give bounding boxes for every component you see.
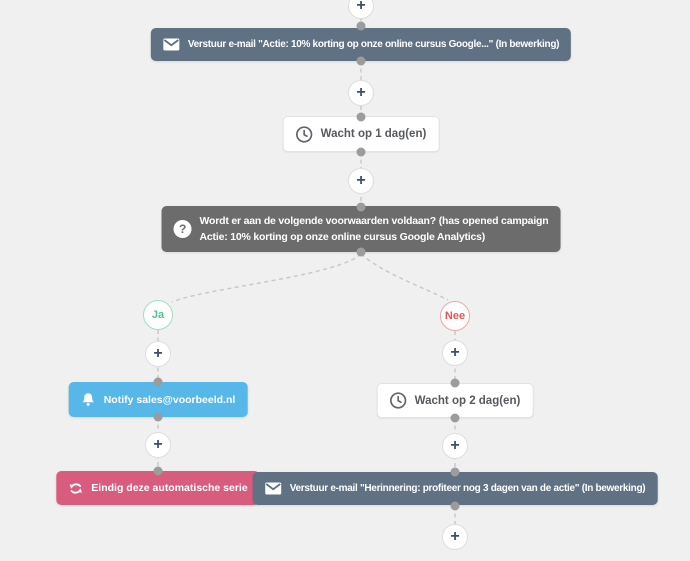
question-icon: ? [173,220,192,238]
connector-dot [356,21,366,31]
node-label: Wordt er aan de volgende voorwaarden vol… [199,215,549,243]
connector-dot [450,501,460,511]
branch-no-label: Nee [444,310,466,322]
connector-dot [450,413,460,423]
node-label: Verstuur e-mail "Herinnering: profiteer … [289,483,646,494]
connector-dot [356,247,366,257]
send-email-node-actie[interactable]: Verstuur e-mail "Actie: 10% korting op o… [150,28,572,61]
connector-dot [450,467,460,477]
connector-dot [356,112,366,122]
add-step-button[interactable]: + [145,432,171,458]
connector-dot [153,466,163,476]
add-step-button[interactable]: + [442,340,468,366]
node-label: Wacht op 1 dag(en) [320,128,427,140]
wait-node-2[interactable]: Wacht op 2 dag(en) [376,383,534,418]
node-label: Verstuur e-mail "Actie: 10% korting op o… [187,39,560,50]
add-step-button[interactable]: + [442,524,468,550]
branch-no-circle[interactable]: Nee [440,301,470,331]
add-step-button[interactable]: + [145,341,171,367]
clock-icon [296,125,313,143]
send-email-node-herinnering[interactable]: Verstuur e-mail "Herinnering: profiteer … [252,472,658,505]
connector-dot [356,56,366,66]
connector-dot [153,412,163,422]
sync-arrows-icon [68,481,83,496]
node-label: Wacht op 2 dag(en) [414,394,521,407]
envelope-icon [163,38,180,51]
node-label: Notify sales@voorbeeld.nl [103,393,236,406]
bell-icon [81,392,96,407]
condition-node[interactable]: ? Wordt er aan de volgende voorwaarden v… [161,206,561,252]
branch-yes-label: Ja [151,309,165,321]
end-automation-node[interactable]: Eindig deze automatische serie [56,471,260,505]
node-label: Eindig deze automatische serie [91,482,248,494]
branch-yes-circle[interactable]: Ja [143,300,173,330]
connector-dot [356,147,366,157]
envelope-icon [265,482,282,495]
connector-dot [356,202,366,212]
wait-node-1[interactable]: Wacht op 1 dag(en) [282,116,440,152]
notify-node[interactable]: Notify sales@voorbeeld.nl [68,382,248,417]
add-step-button[interactable]: + [348,168,374,194]
connector-dot [450,378,460,388]
connector-dot [153,377,163,387]
add-step-button[interactable]: + [348,80,374,106]
clock-icon [390,392,407,409]
add-step-button[interactable]: + [348,0,374,19]
add-step-button[interactable]: + [442,433,468,459]
